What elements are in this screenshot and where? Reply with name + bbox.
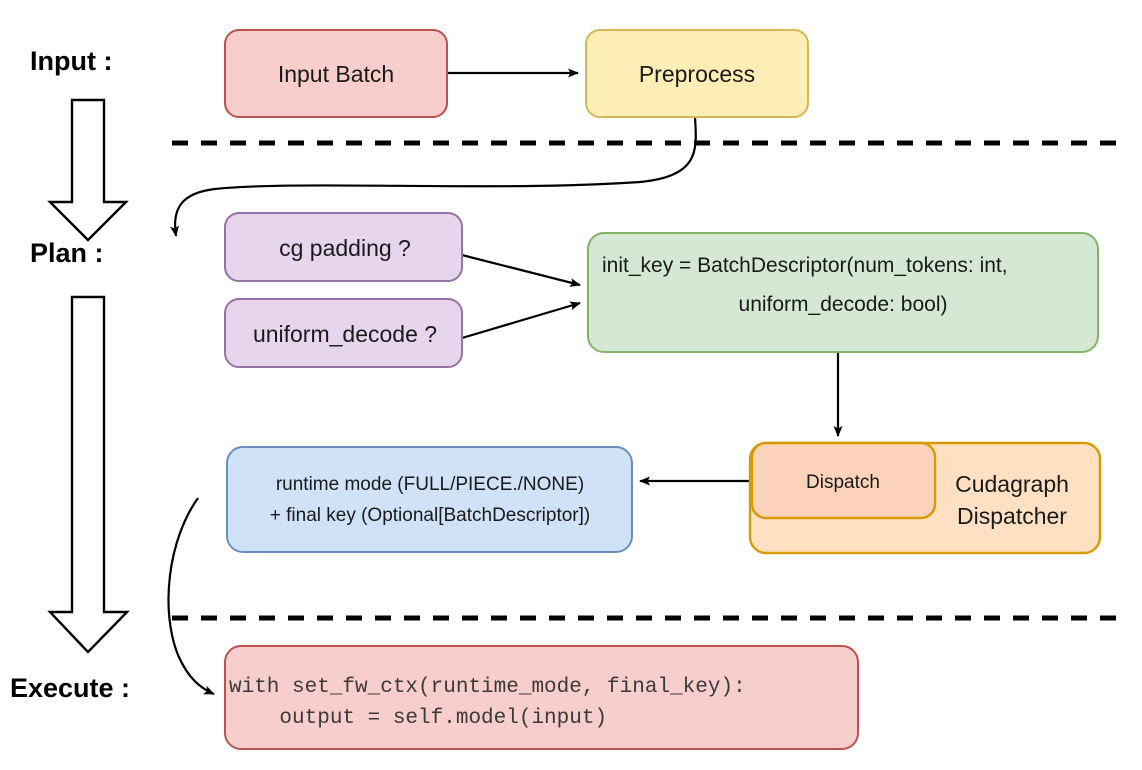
edge-cg-padding-to-init-key xyxy=(461,253,581,287)
node-input-batch[interactable]: Input Batch xyxy=(224,29,448,118)
node-execute-code-shape xyxy=(224,645,859,750)
node-execute-code-line1: with set_fw_ctx(runtime_mode, final_key)… xyxy=(229,676,746,699)
node-uniform-decode[interactable]: uniform_decode ? xyxy=(224,298,463,368)
node-init-key-line2: uniform_decode: bool) xyxy=(739,293,948,316)
node-execute-code-line2: output = self.model(input) xyxy=(229,707,607,730)
node-uniform-decode-label: uniform_decode ? xyxy=(253,321,437,347)
node-dispatch-label: Dispatch xyxy=(806,472,880,493)
node-preprocess-label: Preprocess xyxy=(639,61,755,87)
node-init-key-line1: init_key = BatchDescriptor(num_tokens: i… xyxy=(602,254,1008,277)
stage-label-input: Input : xyxy=(30,46,112,76)
stage-flow-arrow-input-to-plan xyxy=(47,98,129,242)
edge-runtime-mode-to-execute-code xyxy=(167,497,215,696)
edge-uniform-decode-to-init-key xyxy=(461,301,581,340)
node-runtime-mode-line1: runtime mode (FULL/PIECE./NONE) xyxy=(276,474,584,495)
node-runtime-mode-line2: + final key (Optional[BatchDescriptor]) xyxy=(270,505,591,526)
node-dispatch-shape xyxy=(750,441,937,520)
node-execute-code[interactable]: with set_fw_ctx(runtime_mode, final_key)… xyxy=(224,645,859,750)
node-preprocess-shape xyxy=(585,29,809,118)
stage-label-execute: Execute : xyxy=(10,673,130,703)
edge-preprocess-to-cg-padding xyxy=(170,116,697,237)
node-runtime-mode-shape xyxy=(226,446,633,553)
node-runtime-mode[interactable]: runtime mode (FULL/PIECE./NONE) + final … xyxy=(226,446,633,553)
node-cg-padding-label: cg padding ? xyxy=(279,235,411,261)
node-input-batch-shape xyxy=(224,29,448,118)
node-preprocess[interactable]: Preprocess xyxy=(585,29,809,118)
node-cg-padding[interactable]: cg padding ? xyxy=(224,212,463,282)
node-uniform-decode-shape xyxy=(224,298,463,368)
node-init-key-shape xyxy=(587,232,1099,353)
stage-flow-arrow-plan-to-execute xyxy=(47,295,130,654)
node-cudagraph-dispatcher-line2: Dispatcher xyxy=(957,503,1067,529)
stage-label-plan: Plan : xyxy=(30,238,104,268)
node-init-key[interactable]: init_key = BatchDescriptor(num_tokens: i… xyxy=(587,232,1099,353)
node-cg-padding-shape xyxy=(224,212,463,282)
node-dispatch[interactable]: Dispatch xyxy=(750,441,937,520)
node-input-batch-label: Input Batch xyxy=(278,61,394,87)
node-cudagraph-dispatcher-line1: Cudagraph xyxy=(955,471,1069,497)
